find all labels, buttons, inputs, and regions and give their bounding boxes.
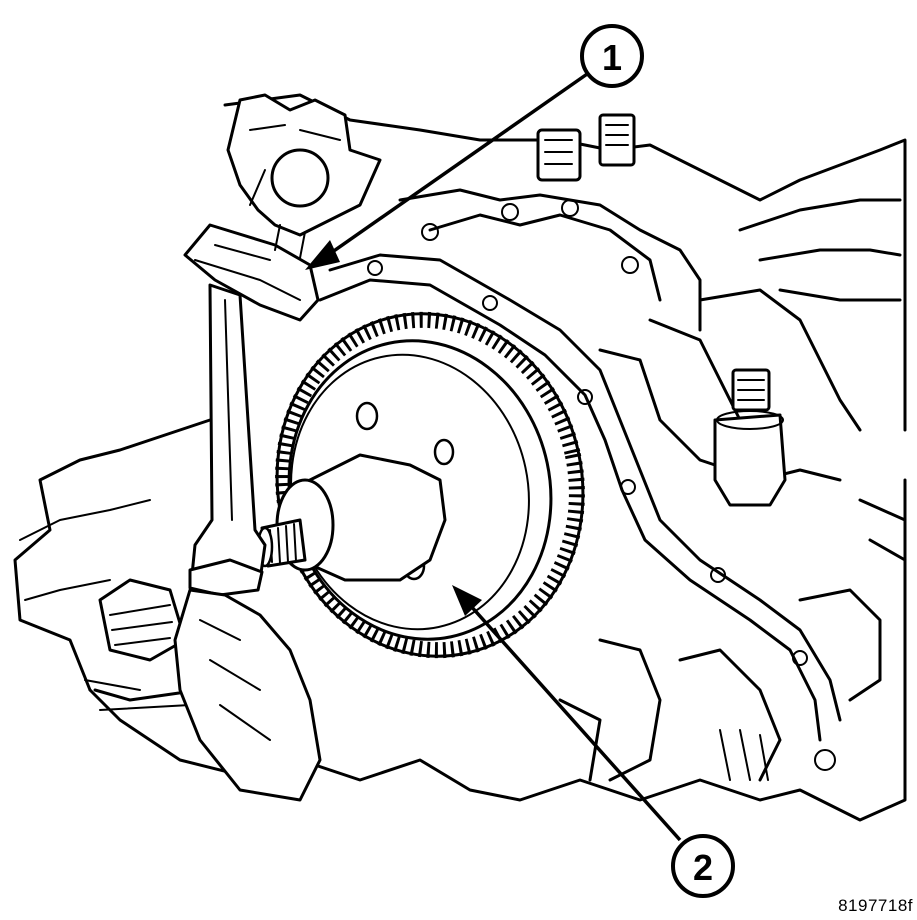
callout-2: 2 — [452, 585, 735, 898]
callout-1: 1 — [305, 24, 644, 270]
callout-2-label: 2 — [693, 847, 713, 888]
callout-1-label: 1 — [602, 37, 622, 78]
removal-tool — [183, 223, 320, 597]
hand-lower — [173, 588, 322, 802]
engine-block — [13, 93, 907, 822]
hand-upper — [226, 93, 382, 259]
figure-id: 8197718f — [838, 896, 913, 915]
timing-cover-flange — [318, 253, 842, 742]
